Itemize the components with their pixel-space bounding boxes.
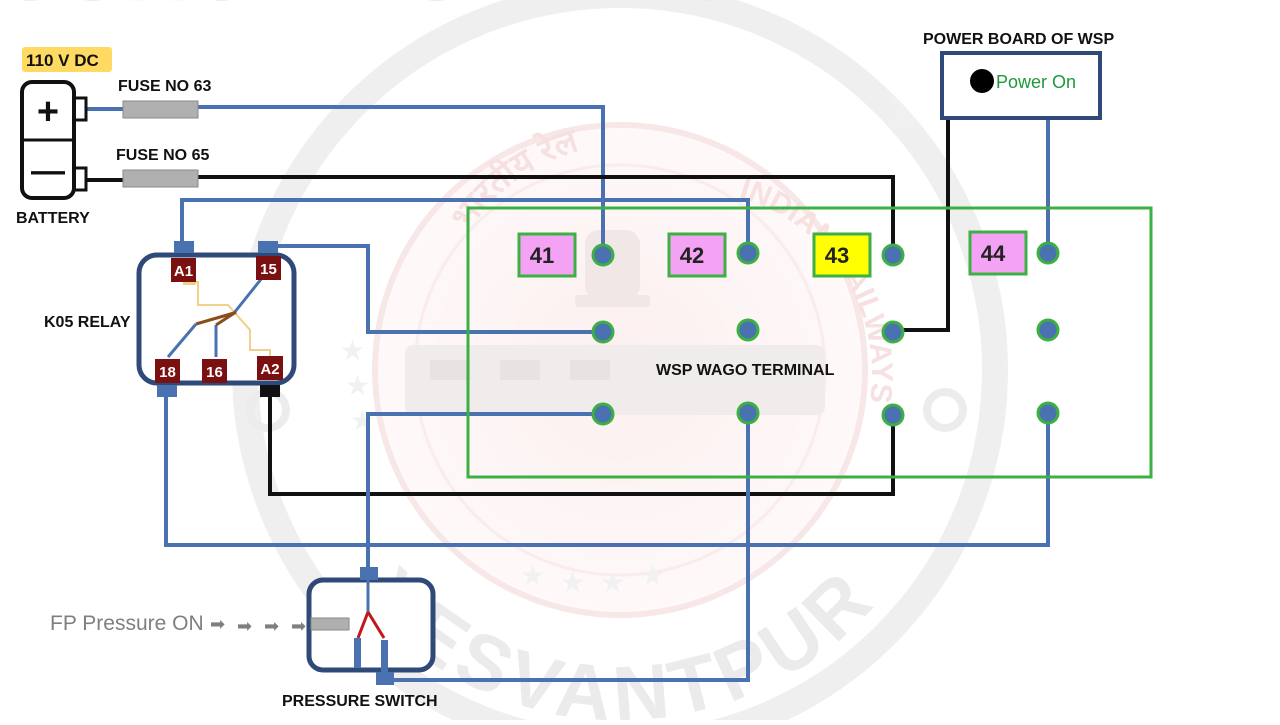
wire-41b-to-pswitch: [366, 412, 603, 575]
relay-pin-18: 18: [155, 359, 180, 383]
terminal-43-top: [881, 243, 905, 267]
relay-pin-a2: A2: [257, 356, 283, 380]
svg-text:★: ★: [345, 370, 370, 401]
terminal-42-top: [736, 241, 760, 265]
svg-text:42: 42: [680, 243, 704, 268]
svg-text:★: ★: [350, 405, 375, 436]
relay-pin-a1: A1: [171, 258, 196, 282]
terminal-43-bottom: [881, 403, 905, 427]
svg-text:★: ★: [520, 560, 545, 591]
wire-pswitch-to-42b: [385, 413, 750, 682]
svg-text:41: 41: [530, 243, 554, 268]
terminal-44-top: [1036, 241, 1060, 265]
wire-18-to-44b: [164, 392, 1050, 547]
svg-text:➡: ➡: [210, 614, 225, 634]
wire-fuse63-to-41: [198, 105, 605, 255]
terminal-41-top: [591, 243, 615, 267]
fp-pressure-input-label: FP Pressure ON: [50, 612, 204, 635]
terminal-44-middle: [1036, 318, 1060, 342]
wire-a2-to-43b: [268, 392, 895, 496]
fuse-63-label: FUSE NO 63: [118, 78, 211, 95]
relay-label: K05 RELAY: [44, 314, 131, 331]
terminal-41-middle: [591, 320, 615, 344]
svg-text:★: ★: [600, 567, 625, 598]
svg-text:➡: ➡: [264, 616, 279, 636]
pressure-switch: [306, 567, 436, 685]
power-status-text: Power On: [996, 72, 1076, 92]
wago-terminal: WSP WAGO TERMINAL 41 42 43 44: [466, 206, 1153, 479]
svg-text:A1: A1: [174, 263, 193, 280]
svg-text:★: ★: [340, 335, 365, 366]
power-board-title: POWER BOARD OF WSP: [923, 31, 1114, 48]
star-icons: ★ ★ ★ ★ ★ ★ ★: [340, 335, 665, 598]
svg-text:43: 43: [825, 243, 849, 268]
terminal-43-middle: [881, 320, 905, 344]
svg-text:★: ★: [560, 567, 585, 598]
wago-label: WSP WAGO TERMINAL: [656, 362, 835, 379]
fuse-65-label: FUSE NO 65: [116, 147, 209, 164]
terminal-41-label-box: 41: [517, 232, 577, 278]
svg-text:16: 16: [206, 364, 223, 381]
arrow-icons: ➡ ➡ ➡ ➡: [210, 614, 306, 636]
wire-a1-to-42: [180, 198, 750, 253]
relay-coil: [183, 281, 271, 360]
wires: [86, 105, 1050, 682]
battery-label: BATTERY: [16, 210, 90, 227]
plus-icon: +: [37, 91, 59, 133]
k05-relay: A1 15 18 16 A2: [136, 241, 297, 397]
terminal-points: [591, 241, 1060, 427]
terminal-42-middle: [736, 318, 760, 342]
svg-text:A2: A2: [260, 361, 279, 378]
relay-pin-16: 16: [202, 359, 227, 383]
terminal-44-bottom: [1036, 401, 1060, 425]
watermark-top-text: COACHING DEPOT: [0, 0, 799, 17]
terminal-44-label-box: 44: [968, 230, 1028, 276]
svg-text:15: 15: [260, 261, 277, 278]
svg-text:★: ★: [640, 560, 665, 591]
svg-text:➡: ➡: [291, 616, 306, 636]
pressure-switch-label: PRESSURE SWITCH: [282, 693, 438, 710]
minus-icon: —: [31, 152, 65, 190]
wire-powerboard-to-43m: [893, 118, 950, 332]
wire-15-to-41m: [268, 244, 603, 334]
svg-text:➡: ➡: [237, 616, 252, 636]
svg-text:18: 18: [159, 364, 176, 381]
power-board: Power On: [940, 51, 1102, 120]
emblem-icon: [575, 230, 650, 307]
fuse-63: FUSE NO 63: [118, 78, 211, 119]
voltage-highlight: [22, 47, 112, 72]
terminal-43-label-box: 43: [812, 232, 872, 278]
train-icon: [405, 345, 825, 415]
battery-voltage-label: 110 V DC: [26, 51, 99, 70]
battery: + —: [20, 80, 88, 200]
wire-fuse65-to-43: [198, 175, 895, 255]
svg-text:44: 44: [981, 241, 1006, 266]
terminal-41-bottom: [591, 402, 615, 426]
fuse-65: FUSE NO 65: [116, 147, 209, 188]
power-indicator-icon: [970, 69, 994, 93]
terminal-42-label-box: 42: [667, 232, 727, 278]
terminal-42-bottom: [736, 401, 760, 425]
relay-pin-15: 15: [256, 256, 281, 280]
